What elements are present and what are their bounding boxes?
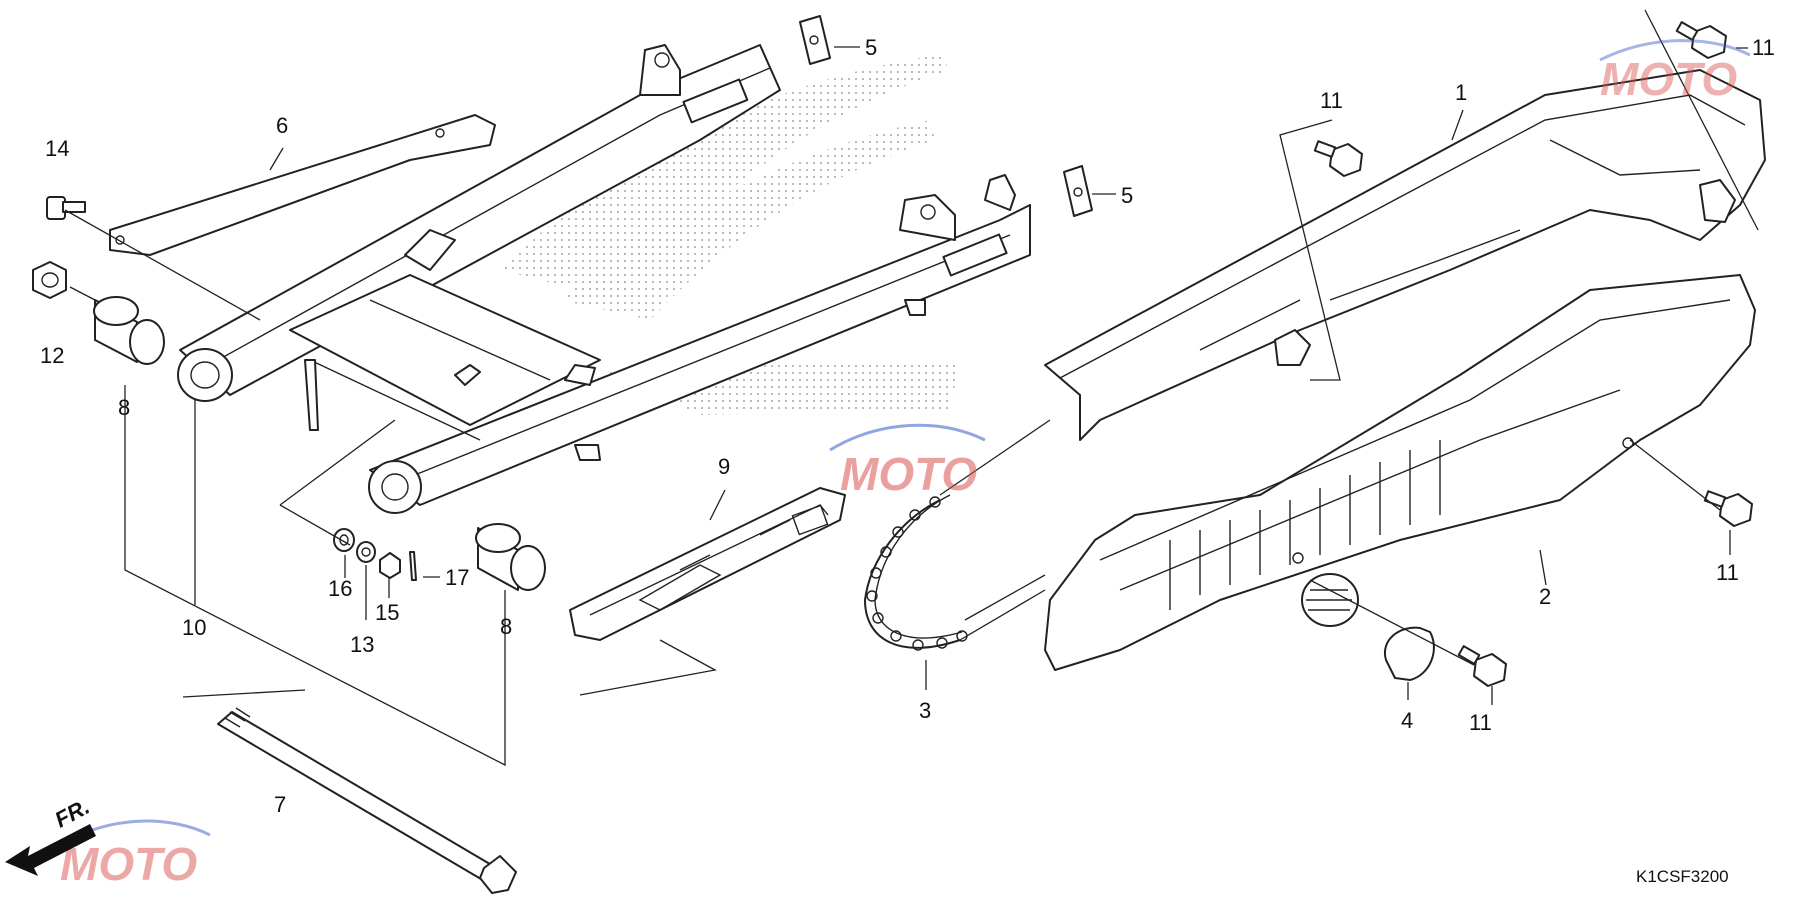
svg-text:MOTO: MOTO	[840, 448, 977, 500]
part-4-cap	[1383, 626, 1435, 681]
callout-17: 17	[445, 565, 469, 590]
diagram-code: K1CSF3200	[1636, 867, 1729, 886]
callout-3: 3	[919, 698, 931, 723]
part-12-nut	[32, 261, 67, 299]
callout-8-right: 8	[500, 614, 512, 639]
part-5-pad-right	[1063, 165, 1093, 217]
callout-5-left: 5	[865, 35, 877, 60]
callout-4: 4	[1401, 708, 1413, 733]
callout-10: 10	[182, 615, 206, 640]
part-7-pivot-bolt	[217, 707, 517, 894]
part-2-lower-chain-case	[1044, 274, 1756, 671]
part-11-bolt-top-right	[1675, 21, 1727, 59]
part-8-bushing-left	[93, 296, 165, 365]
callout-6: 6	[276, 113, 288, 138]
part-11-bolt-top	[1313, 140, 1363, 177]
part-5-pad-left	[799, 15, 831, 65]
part-6-bracket	[109, 114, 496, 256]
callout-14: 14	[45, 136, 69, 161]
part-3-drive-chain	[864, 419, 1051, 651]
part-15-nut	[379, 552, 401, 579]
part-8-bushing-right	[475, 523, 546, 591]
callout-11-bottom: 11	[1469, 710, 1492, 735]
part-11-bolt-bottom	[1457, 645, 1507, 687]
part-11-bolt-right	[1703, 490, 1753, 527]
svg-text:MOTO: MOTO	[1600, 53, 1737, 105]
callout-13: 13	[350, 632, 374, 657]
callout-8-left: 8	[118, 395, 130, 420]
callout-7: 7	[274, 792, 286, 817]
watermark-top-right: MOTO	[1599, 39, 1751, 105]
callout-11-top-right: 11	[1752, 35, 1775, 60]
callout-5-right: 5	[1121, 183, 1133, 208]
callout-1: 1	[1455, 80, 1467, 105]
svg-text:MOTO: MOTO	[60, 838, 197, 890]
watermark-center: MOTO	[829, 423, 986, 500]
callout-15: 15	[375, 600, 399, 625]
callout-11-right: 11	[1716, 560, 1739, 585]
swingarm	[177, 44, 1031, 514]
callout-2: 2	[1539, 584, 1551, 609]
callout-16: 16	[328, 576, 352, 601]
part-16-washer	[333, 528, 355, 552]
callout-12: 12	[40, 343, 64, 368]
part-9-chain-slider	[569, 487, 846, 641]
part-17-pin	[409, 551, 417, 581]
part-14-bolt	[46, 196, 86, 220]
callout-labels: 1 2 3 4 5 5 6 7 8 8 9 10 11 11 11 11 12 …	[40, 35, 1775, 817]
part-1-upper-chain-case	[1044, 69, 1766, 441]
callout-9: 9	[718, 454, 730, 479]
part-13-washer	[356, 541, 376, 563]
callout-11-top: 11	[1320, 88, 1343, 113]
leader-lines	[64, 9, 1759, 767]
